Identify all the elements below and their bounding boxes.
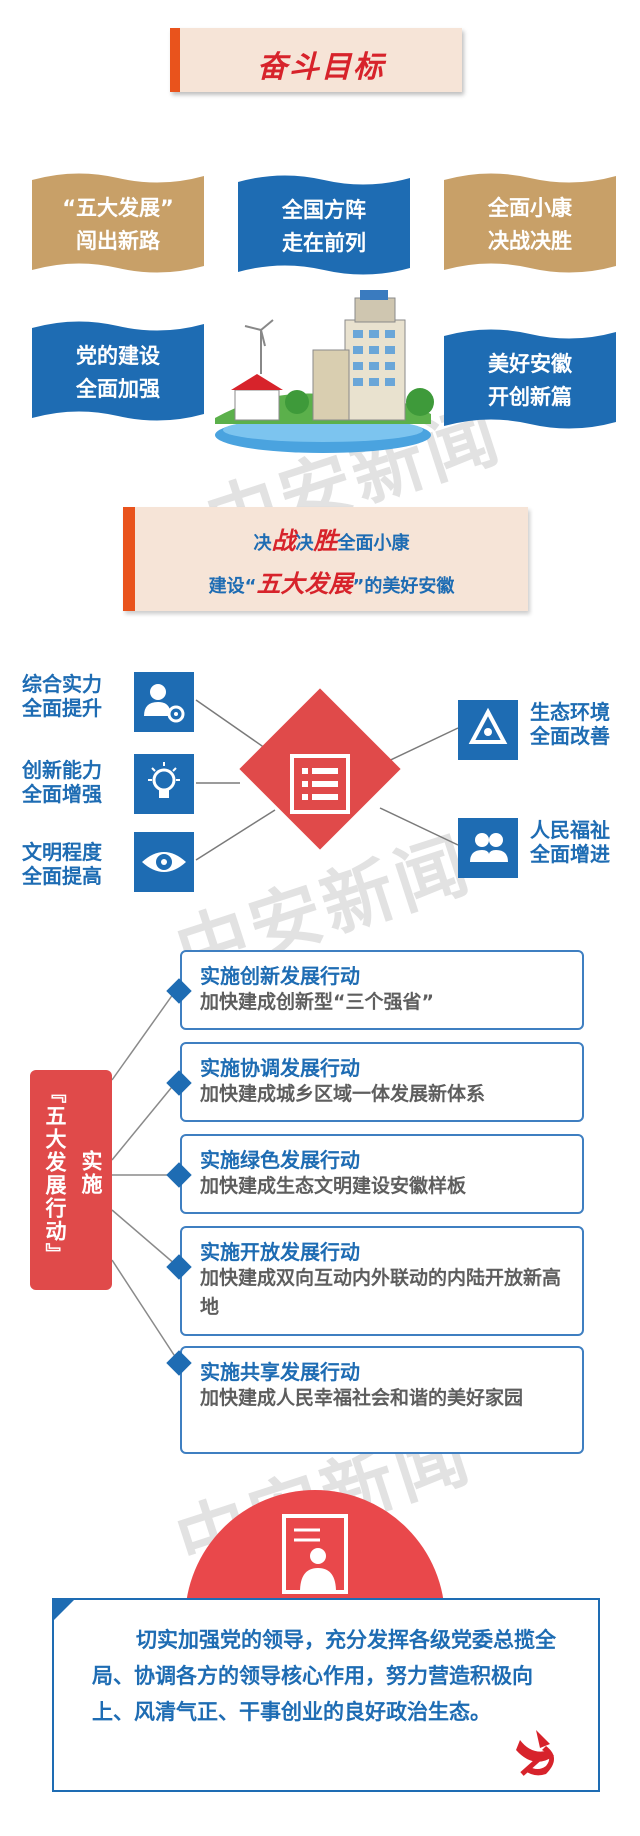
action-card: 实施绿色发展行动 加快建成生态文明建设安徽样板 [180, 1134, 584, 1214]
label-ecological-environment: 生态环境全面改善 [530, 700, 610, 748]
party-emblem-icon [516, 1730, 554, 1776]
flag-goal: 全面小康决战决胜 [444, 170, 616, 276]
list-icon [290, 754, 350, 814]
final-paragraph: 切实加强党的领导，充分发挥各级党委总揽全局、协调各方的领导核心作用，努力营造积极… [92, 1628, 556, 1724]
action-card: 实施共享发展行动 加快建成人民幸福社会和谐的美好家园 [180, 1346, 584, 1454]
recycle-icon [458, 700, 518, 760]
action-card: 实施创新发展行动 加快建成创新型“三个强省” [180, 950, 584, 1030]
label-comprehensive-strength: 综合实力全面提升 [22, 672, 102, 720]
section-title-banner: 奋斗目标 [170, 28, 462, 92]
slogan-line-2: 建设“五大发展”的美好安徽 [208, 569, 455, 598]
people-icon [458, 818, 518, 878]
slogan-banner: 决战决胜全面小康 建设“五大发展”的美好安徽 [123, 507, 528, 611]
five-development-actions-label: 『五大发展行动』 实施 [30, 1070, 112, 1290]
section-title: 奋斗目标 [257, 50, 385, 85]
document-person-icon [282, 1514, 348, 1594]
eye-icon [134, 832, 194, 892]
final-statement-box: 切实加强党的领导，充分发挥各级党委总揽全局、协调各方的领导核心作用，努力营造积极… [52, 1598, 600, 1792]
connector-lines [195, 699, 459, 861]
label-civilization-level: 文明程度全面提高 [22, 840, 102, 888]
flag-goal: 全国方阵走在前列 [238, 172, 410, 278]
city-illustration [215, 290, 434, 453]
corner-accent [52, 1598, 76, 1622]
lightbulb-icon [134, 754, 194, 814]
slogan-line-1: 决战决胜全面小康 [253, 526, 410, 555]
label-people-welfare: 人民福祉全面增进 [530, 818, 610, 866]
flag-goal: 美好安徽开创新篇 [444, 326, 616, 432]
action-card: 实施协调发展行动 加快建成城乡区域一体发展新体系 [180, 1042, 584, 1122]
person-gear-icon [134, 672, 194, 732]
action-connector-lines [111, 989, 177, 1359]
action-card: 实施开放发展行动 加快建成双向互动内外联动的内陆开放新高地 [180, 1226, 584, 1336]
flag-goal: “五大发展”闯出新路 [32, 170, 204, 276]
label-innovation-ability: 创新能力全面增强 [22, 758, 102, 806]
flag-goal: 党的建设全面加强 [32, 318, 204, 424]
